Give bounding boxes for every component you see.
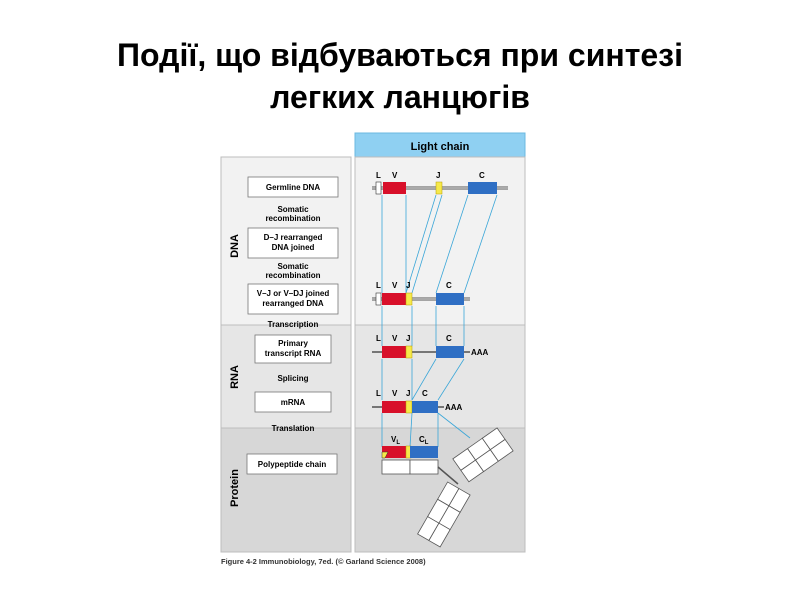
label-c: C xyxy=(446,334,452,343)
somatic-recombination-1-line-1: Somatic xyxy=(277,205,309,214)
germline-dna-label: Germline DNA xyxy=(266,183,320,192)
primary-transcript-line-1: Primary xyxy=(278,339,308,348)
label-v: V xyxy=(392,389,398,398)
section-label-protein: Protein xyxy=(229,469,241,507)
label-l: L xyxy=(376,334,381,343)
c-segment xyxy=(468,182,497,194)
v-segment xyxy=(383,182,406,194)
leader-segment xyxy=(376,182,381,194)
label-v: V xyxy=(392,281,398,290)
label-c: C xyxy=(479,171,485,180)
somatic-recombination-2-line-2: recombination xyxy=(265,271,320,280)
leader-segment xyxy=(376,293,381,305)
label-v: V xyxy=(392,171,398,180)
dj-rearranged-line-1: D–J rearranged xyxy=(264,233,323,242)
cl-domain xyxy=(410,446,438,458)
transcription-label: Transcription xyxy=(268,320,319,329)
label-l: L xyxy=(376,171,381,180)
label-j: J xyxy=(406,281,410,290)
section-label-rna: RNA xyxy=(229,365,241,389)
label-l: L xyxy=(376,389,381,398)
label-c: C xyxy=(446,281,452,290)
v-segment xyxy=(382,293,406,305)
vj-joined-line-2: rearranged DNA xyxy=(262,299,324,308)
vj-joined-line-1: V–J or V–DJ joined xyxy=(257,289,330,298)
figure-caption: Figure 4-2 Immunobiology, 7ed. (© Garlan… xyxy=(221,557,426,566)
section-label-dna: DNA xyxy=(229,234,241,258)
poly-a-tail: AAA xyxy=(445,403,463,412)
c-segment xyxy=(436,346,464,358)
v-segment xyxy=(382,401,406,413)
j-segment xyxy=(406,293,412,305)
primary-transcript-line-2: transcript RNA xyxy=(265,349,322,358)
splicing-label: Splicing xyxy=(277,374,308,383)
label-j: J xyxy=(436,171,440,180)
translation-label: Translation xyxy=(272,424,315,433)
j-segment xyxy=(406,401,412,413)
j-segment xyxy=(406,346,412,358)
light-chain-header-label: Light chain xyxy=(411,141,470,153)
heavy-chain-vh xyxy=(382,460,410,474)
heavy-chain-ch1 xyxy=(410,460,438,474)
label-v: V xyxy=(392,334,398,343)
label-j: J xyxy=(406,389,410,398)
j-segment xyxy=(436,182,442,194)
somatic-recombination-1-line-2: recombination xyxy=(265,214,320,223)
polypeptide-chain-label: Polypeptide chain xyxy=(258,460,327,469)
somatic-recombination-2-line-1: Somatic xyxy=(277,262,309,271)
mrna-label: mRNA xyxy=(281,398,306,407)
label-j: J xyxy=(406,334,410,343)
dj-rearranged-line-2: DNA joined xyxy=(272,243,315,252)
poly-a-tail: AAA xyxy=(471,348,489,357)
c-segment xyxy=(412,401,438,413)
c-segment xyxy=(436,293,464,305)
v-segment xyxy=(382,346,406,358)
label-l: L xyxy=(376,281,381,290)
label-c: C xyxy=(422,389,428,398)
